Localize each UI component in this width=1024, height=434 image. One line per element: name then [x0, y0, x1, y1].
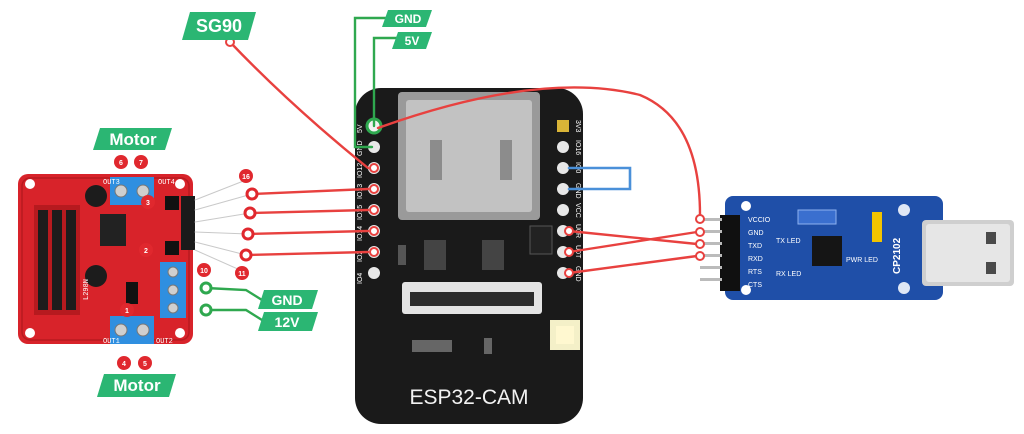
esp-pin-5v: 5V: [357, 124, 364, 133]
v12-power-label: 12V: [275, 314, 301, 330]
cp-pin-gnd: GND: [748, 230, 764, 237]
esp-pin-gnd-right1: GND: [574, 183, 581, 199]
esp-pin-gnd-left: GND: [357, 140, 364, 156]
capacitor: [85, 265, 107, 287]
sg90-label: SG90: [196, 16, 242, 36]
svg-text:4: 4: [122, 361, 126, 368]
esp-pin-u0t: U0T: [574, 245, 581, 259]
terminal-out-top: [110, 177, 154, 205]
terminal-power: [160, 262, 186, 318]
badge-5: 5: [138, 356, 152, 370]
tag-12v-power: 12V: [258, 312, 318, 331]
svg-text:11: 11: [238, 271, 246, 278]
cp-pin-txd: TXD: [748, 243, 762, 250]
gnd-power-label: GND: [271, 292, 302, 308]
tag-sg90: SG90: [182, 12, 256, 40]
l298n-name: L298N: [83, 279, 91, 300]
v5-top-label: 5V: [405, 34, 420, 48]
pin-badges: 6 7 3 2 1 4 5 10 16 11: [114, 155, 253, 370]
wire-5v-vccio: [376, 86, 702, 217]
tx-led-label: TX LED: [776, 238, 801, 245]
gnd-top-label: GND: [395, 12, 422, 26]
out4-label: OUT4: [158, 179, 175, 187]
capacitor: [85, 185, 107, 207]
badge-6: 6: [114, 155, 128, 169]
rx-led-label: RX LED: [776, 271, 801, 278]
tag-5v-top: 5V: [392, 32, 432, 49]
wire-12v-power: [204, 308, 264, 322]
cp-pin-rts: RTS: [748, 269, 762, 276]
heatsink: [34, 205, 80, 315]
out1-label: OUT1: [103, 338, 120, 346]
wire-5v-top: [372, 36, 400, 128]
svg-text:5: 5: [143, 361, 147, 368]
cp2102-name: CP2102: [892, 237, 903, 274]
esp-pin-io13: IO13: [357, 184, 364, 199]
badge-7: 7: [134, 155, 148, 169]
wire-gnd-power: [204, 286, 264, 302]
wire-gnd-gnd: [567, 254, 699, 275]
svg-text:10: 10: [200, 268, 208, 275]
badge-4: 4: [117, 356, 131, 370]
esp32-cam-title: ESP32-CAM: [409, 386, 528, 409]
wire-u0t-rxd: [567, 230, 699, 254]
svg-text:7: 7: [139, 160, 143, 167]
svg-text:6: 6: [119, 160, 123, 167]
cp2102-chip: [812, 236, 842, 266]
esp-pin-gnd-right2: GND: [574, 266, 581, 282]
wire-endpoints: [199, 37, 705, 317]
wire-io0-gnd-jumper: [567, 166, 632, 191]
badge-10: 10: [197, 263, 211, 277]
out3-label: OUT3: [103, 179, 120, 187]
esp-pin-io12: IO12: [357, 163, 364, 178]
out2-label: OUT2: [156, 338, 173, 346]
svg-text:3: 3: [146, 200, 150, 207]
wire-in-io13: [250, 187, 370, 196]
tag-motor-top: Motor: [93, 128, 172, 150]
esp-pin-io16: IO16: [574, 140, 581, 155]
wire-in-io14: [246, 229, 370, 236]
esp-pin-io2: IO2: [357, 251, 364, 262]
wire-u0r-txd: [567, 229, 699, 246]
svg-text:2: 2: [144, 248, 148, 255]
wire-in-io2: [244, 250, 370, 257]
svg-text:16: 16: [242, 174, 250, 181]
regulator: [100, 214, 126, 246]
motor-bottom-label: Motor: [113, 376, 161, 395]
esp-pin-io15: IO15: [357, 205, 364, 220]
badge-3: 3: [141, 195, 155, 209]
svg-text:1: 1: [125, 308, 129, 315]
terminal-out-bottom: [110, 316, 154, 344]
tag-gnd-top: GND: [382, 10, 432, 27]
tag-gnd-power: GND: [258, 290, 318, 309]
cp2102-board: VCCIO GND TXD RXD RTS CTS TX LED RX LED …: [700, 196, 1014, 300]
cp-pin-cts: CTS: [748, 282, 762, 289]
esp-pin-vcc: VCC: [574, 203, 581, 218]
tag-motor-bottom: Motor: [97, 374, 176, 397]
esp-pin-io14: IO14: [357, 226, 364, 241]
cp-pin-rxd: RXD: [748, 256, 763, 263]
cp-pin-vccio: VCCIO: [748, 217, 771, 224]
badge-11: 11: [235, 266, 249, 280]
badge-1: 1: [120, 303, 134, 317]
label-tags: SG90 GND 5V Motor Motor GND 12V: [93, 10, 432, 397]
wires: [194, 16, 702, 322]
badge-2: 2: [139, 243, 153, 257]
esp-pin-3v3: 3V3: [574, 120, 581, 133]
wire-sg90-signal: [228, 40, 370, 170]
pwr-led-label: PWR LED: [846, 257, 878, 264]
badge-16: 16: [239, 169, 253, 183]
wire-in-io15: [248, 208, 370, 215]
esp-pin-io4: IO4: [357, 273, 364, 284]
esp32-cam-board: 5V GND IO12 IO13 IO15 IO14 IO2 IO4 3V3 I…: [355, 88, 583, 424]
header-pins: [126, 196, 195, 304]
motor-top-label: Motor: [109, 130, 157, 149]
l298n-board: L298N OUT4 OUT3 OUT1 OUT2: [18, 174, 195, 346]
wire-gnd-top: [353, 16, 390, 149]
